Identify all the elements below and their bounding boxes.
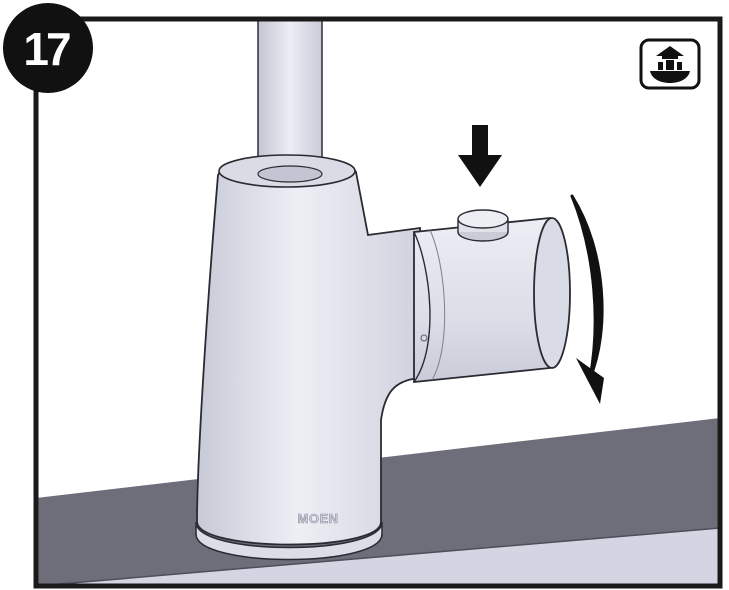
faucet-base (195, 521, 383, 561)
scene: MOEN (36, 19, 720, 586)
spout (257, 19, 323, 178)
sink-install-icon (639, 38, 701, 90)
step-number-badge: 17 (3, 3, 93, 93)
faucet-handle (413, 209, 571, 383)
frame (33, 16, 723, 589)
step-number: 17 (23, 23, 70, 75)
brand-logo: MOEN (298, 511, 339, 526)
down-arrow-icon (458, 125, 502, 187)
curved-rotation-arrow-icon (570, 194, 604, 404)
